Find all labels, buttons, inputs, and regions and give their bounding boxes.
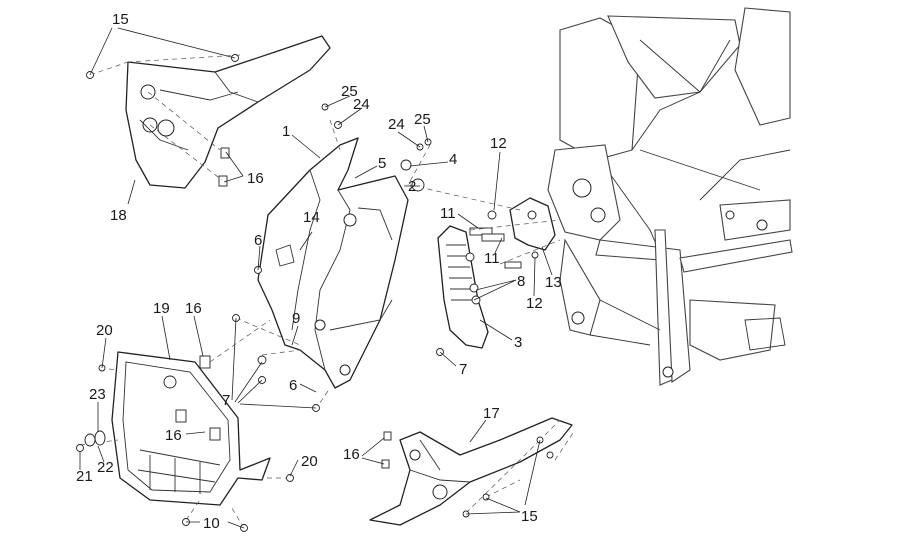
callout-24: 24 <box>353 96 370 113</box>
leader-lines <box>79 27 553 529</box>
callout-19: 19 <box>153 300 170 317</box>
callout-14: 14 <box>303 209 320 226</box>
callout-20: 20 <box>96 322 113 339</box>
motorcycle-frame <box>547 7 793 386</box>
callout-21: 21 <box>76 468 93 485</box>
callout-12: 12 <box>526 295 543 312</box>
callout-13: 13 <box>545 274 562 291</box>
callout-4: 4 <box>449 151 457 168</box>
callout-23: 23 <box>89 386 106 403</box>
callout-7: 7 <box>222 392 230 409</box>
callout-2: 2 <box>408 178 416 195</box>
callout-15: 15 <box>112 11 129 28</box>
callout-18: 18 <box>110 207 127 224</box>
callout-20: 20 <box>301 453 318 470</box>
part-19-lower-frame <box>111 351 271 506</box>
callout-6: 6 <box>289 377 297 394</box>
callout-11: 11 <box>484 250 500 267</box>
callout-1: 1 <box>282 123 290 140</box>
callout-9: 9 <box>292 310 300 327</box>
part-17-belly-panel <box>369 417 573 526</box>
callout-11: 11 <box>440 205 456 222</box>
callout-25: 25 <box>341 83 358 100</box>
part-18-side-panel <box>125 35 331 189</box>
callout-22: 22 <box>97 459 114 476</box>
callout-6: 6 <box>254 232 262 249</box>
callout-16: 16 <box>343 446 360 463</box>
callout-10: 10 <box>203 515 220 532</box>
callout-24: 24 <box>388 116 405 133</box>
callout-labels: 15 16 18 25 24 24 25 1 5 4 2 12 11 11 8 … <box>76 11 562 532</box>
callout-3: 3 <box>514 334 522 351</box>
callout-17: 17 <box>483 405 500 422</box>
callout-25: 25 <box>414 111 431 128</box>
callout-16: 16 <box>185 300 202 317</box>
callout-8: 8 <box>517 273 525 290</box>
callout-16: 16 <box>165 427 182 444</box>
callout-5: 5 <box>378 155 386 172</box>
callout-12: 12 <box>490 135 507 152</box>
part-13-bracket <box>469 197 556 269</box>
callout-16: 16 <box>247 170 264 187</box>
part-3-guard <box>437 225 489 349</box>
part-1-2-14-fairing <box>257 137 409 389</box>
callout-7: 7 <box>459 361 467 378</box>
callout-15: 15 <box>521 508 538 525</box>
